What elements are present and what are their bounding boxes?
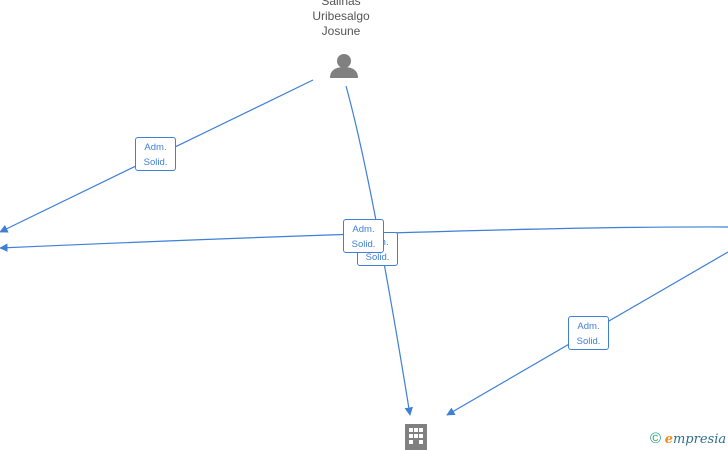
brand-initial: e — [664, 432, 673, 447]
edge-person-to-company — [345, 85, 413, 416]
edge-label-1: Adm. Solid. — [135, 137, 176, 171]
person-icon[interactable] — [330, 54, 358, 78]
edge-right-to-left — [0, 226, 728, 252]
person-name-line: Josune — [321, 24, 361, 38]
edge-label-line: Adm. — [352, 224, 375, 235]
edge-label-line: Solid. — [365, 252, 390, 263]
empresia-watermark: © empresia — [650, 430, 726, 447]
copyright-symbol: © — [650, 430, 662, 447]
brand-name: mpresia — [672, 432, 727, 447]
edge-label-line: Solid. — [143, 157, 168, 168]
person-name-line: Salinas — [321, 0, 361, 8]
person-name-label[interactable]: Salinas Uribesalgo Josune — [291, 0, 391, 39]
edge-label-line: Adm. — [144, 142, 167, 153]
edge-label-line: Solid. — [576, 336, 601, 347]
edge-label-4: Adm. Solid. — [568, 316, 609, 350]
building-icon[interactable] — [405, 424, 427, 450]
edge-label-line: Solid. — [351, 239, 376, 250]
edge-label-line: Adm. — [577, 321, 600, 332]
person-name-line: Uribesalgo — [312, 9, 370, 23]
edge-label-2: Adm. Solid. — [343, 219, 384, 253]
